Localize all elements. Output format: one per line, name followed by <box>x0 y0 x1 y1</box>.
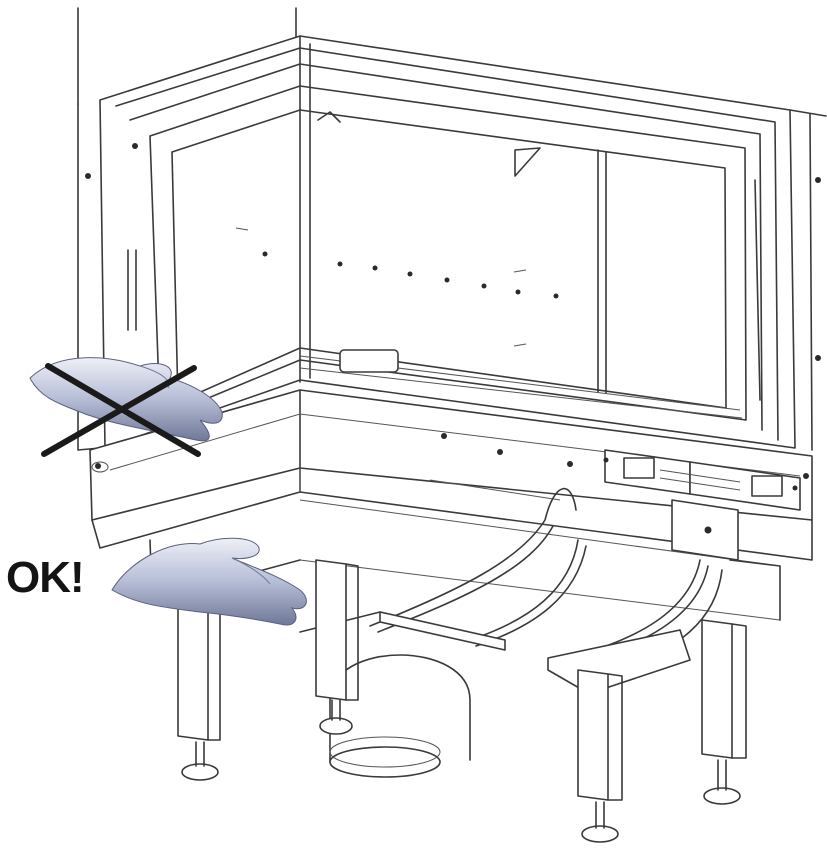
control-bracket <box>603 449 809 561</box>
glass-frame <box>85 35 821 449</box>
door-handle <box>339 349 399 373</box>
ok-label: OK! <box>6 553 85 602</box>
hand-icon <box>111 537 307 626</box>
wall-lines <box>77 7 297 105</box>
support-legs <box>177 559 781 843</box>
hand-with-cross-icon <box>29 357 223 457</box>
flue-collar <box>329 746 441 778</box>
